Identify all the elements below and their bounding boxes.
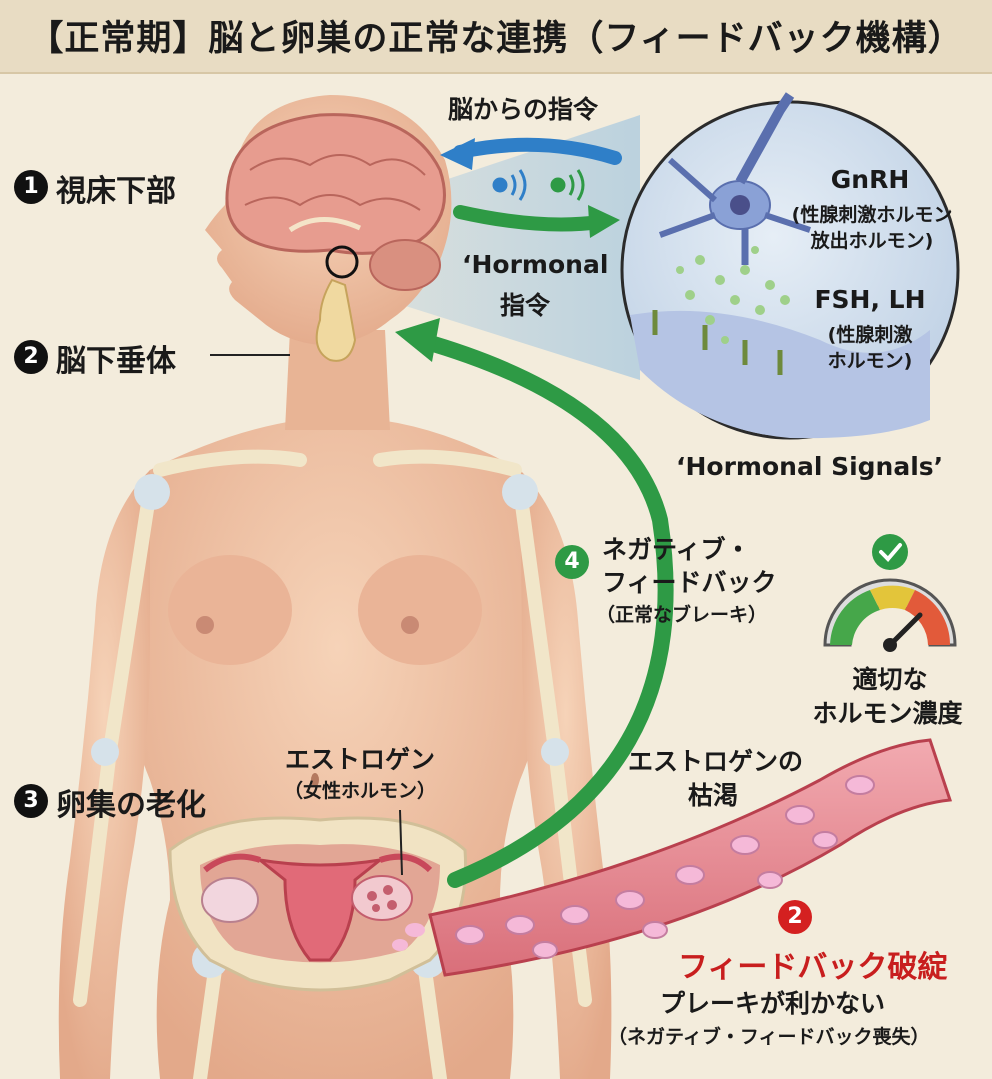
brain — [225, 113, 446, 362]
blood-vessel — [392, 738, 953, 977]
label-pituitary: 脳下垂体 — [56, 344, 176, 379]
marker-4: 4 — [555, 545, 589, 579]
feedback-arrowhead — [395, 318, 440, 362]
label-gnrh: GnRH — [830, 165, 910, 194]
label-proper-level-2: ホルモン濃度 — [812, 699, 963, 728]
label-brake-fail-sub: （ネガティブ・フィードバック喪失） — [608, 1026, 930, 1048]
marker-3: 3 — [14, 784, 48, 818]
label-proper-level-1: 適切な — [852, 665, 928, 694]
estrogen-leader — [399, 809, 403, 876]
label-brain-command: 脳からの指令 — [448, 95, 599, 124]
label-estrogen-1: エストロゲン — [284, 745, 435, 774]
zoom-circle — [620, 92, 960, 440]
label-estrogen-depletion-1: エストロゲンの — [628, 747, 804, 776]
label-hormonal-command-2: 指令 — [500, 291, 551, 320]
label-feedback-failure: フィードバック破綻 — [678, 950, 948, 985]
neuron — [658, 92, 811, 265]
gauge-icon — [823, 578, 957, 652]
label-estrogen-depletion-2: 枯渇 — [688, 781, 739, 810]
label-ovary-aging: 卵集の老化 — [56, 788, 206, 823]
marker-red-2: 2 — [778, 900, 812, 934]
reproductive-organs — [201, 853, 433, 962]
label-fsh-lh: FSH, LH — [814, 285, 926, 314]
zoom-beam — [355, 115, 640, 380]
label-hormonal-signals: ‘Hormonal Signals’ — [676, 452, 944, 481]
label-neg-feedback-2: フィードバック — [602, 568, 777, 597]
label-hormonal-command-1: ‘Hormonal — [462, 250, 609, 279]
signal-icon-green — [550, 169, 585, 201]
label-gnrh-desc-1: (性腺刺激ホルモン — [791, 204, 953, 226]
title-bar — [0, 0, 992, 74]
marker-2: 2 — [14, 340, 48, 374]
receptors — [652, 310, 783, 375]
label-estrogen-2: （女性ホルモン） — [283, 780, 436, 802]
marker-1: 1 — [14, 170, 48, 204]
label-fsh-desc-1: (性腺刺激 — [827, 324, 913, 346]
label-hypothalamus: 視床下部 — [56, 174, 176, 209]
command-arrows — [440, 137, 622, 238]
feedback-arrow — [412, 332, 674, 888]
page-title: 【正常期】脳と卵巣の正常な連携（フィードバック機構） — [28, 19, 964, 59]
check-icon — [872, 534, 908, 570]
label-gnrh-desc-2: 放出ホルモン) — [810, 230, 934, 252]
hormone-dots — [676, 246, 790, 344]
signal-icon-blue — [492, 169, 527, 201]
label-neg-feedback-1: ネガティブ・ — [602, 535, 751, 564]
label-neg-feedback-3: （正常なブレーキ） — [596, 604, 768, 626]
label-brake-fail: プレーキが利かない — [660, 989, 886, 1018]
label-fsh-desc-2: ホルモン) — [827, 350, 913, 372]
